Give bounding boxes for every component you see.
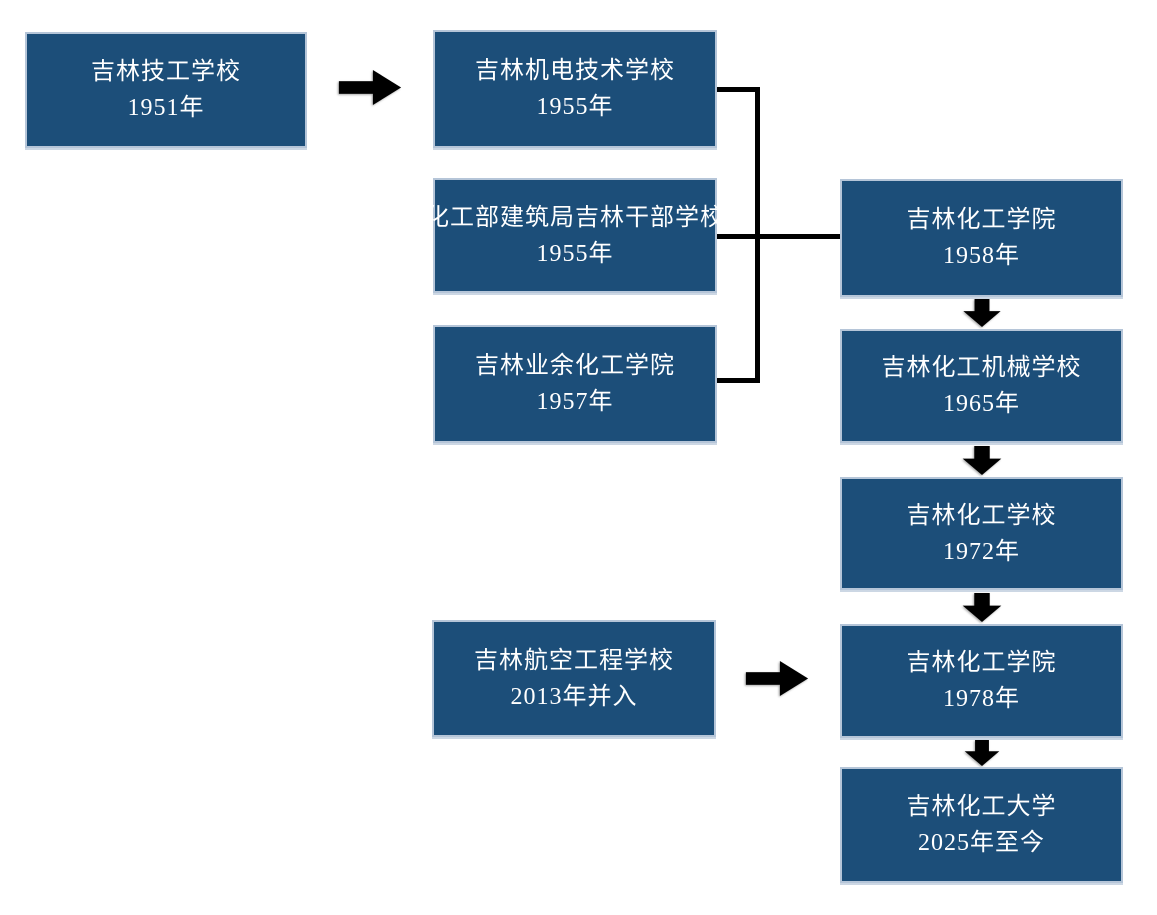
down-arrow-icon <box>964 740 1000 766</box>
down-arrow-icon <box>962 593 1002 622</box>
node-jilin-amateur-chemical-college-1957: 吉林业余化工学院 1957年 <box>433 325 717 443</box>
down-arrow-icon <box>962 446 1002 475</box>
node-title: 吉林技工学校 <box>91 59 241 85</box>
connector-branch-top-line <box>715 87 760 92</box>
node-title: 吉林化工机械学校 <box>881 355 1082 381</box>
node-year: 1965年 <box>943 391 1020 417</box>
node-year: 2025年至今 <box>918 830 1045 856</box>
node-title: 吉林化工学院 <box>906 650 1057 676</box>
node-year: 1978年 <box>943 686 1020 712</box>
node-title: 吉林化工学院 <box>906 207 1057 233</box>
node-jilin-technical-school-1951: 吉林技工学校 1951年 <box>25 32 307 148</box>
node-year: 1951年 <box>127 95 205 121</box>
node-chemical-ministry-cadre-school-1955: 化工部建筑局吉林干部学校 1955年 <box>425 178 724 293</box>
node-jilin-chemical-school-1972: 吉林化工学校 1972年 <box>840 477 1123 590</box>
node-jilin-chemical-university-2025: 吉林化工大学 2025年至今 <box>840 767 1123 883</box>
node-jilin-chemical-machinery-school-1965: 吉林化工机械学校 1965年 <box>840 329 1123 443</box>
node-title: 化工部建筑局吉林干部学校 <box>425 204 725 231</box>
node-title: 吉林化工大学 <box>906 794 1057 820</box>
right-arrow-icon <box>338 70 402 105</box>
node-year: 1972年 <box>943 538 1020 565</box>
node-title: 吉林航空工程学校 <box>474 647 674 674</box>
node-year: 2013年并入 <box>510 683 638 710</box>
node-title: 吉林机电技术学校 <box>475 58 675 84</box>
node-title: 吉林业余化工学院 <box>475 353 675 379</box>
node-year: 1955年 <box>536 240 614 267</box>
node-jilin-institute-chemical-technology-1978: 吉林化工学院 1978年 <box>840 624 1123 738</box>
node-year: 1958年 <box>943 243 1020 269</box>
right-arrow-icon <box>745 661 809 696</box>
connector-branch-bottom-line <box>715 378 760 383</box>
node-jilin-mechanical-electrical-school-1955: 吉林机电技术学校 1955年 <box>433 30 717 148</box>
node-year: 1957年 <box>536 389 614 415</box>
connector-middle-merge-line <box>715 234 840 239</box>
node-year: 1955年 <box>536 94 614 120</box>
down-arrow-icon <box>963 299 1001 327</box>
node-jilin-aviation-engineering-school-2013: 吉林航空工程学校 2013年并入 <box>432 620 716 737</box>
node-jilin-institute-chemical-technology-1958: 吉林化工学院 1958年 <box>840 179 1123 297</box>
node-title: 吉林化工学校 <box>906 502 1057 529</box>
